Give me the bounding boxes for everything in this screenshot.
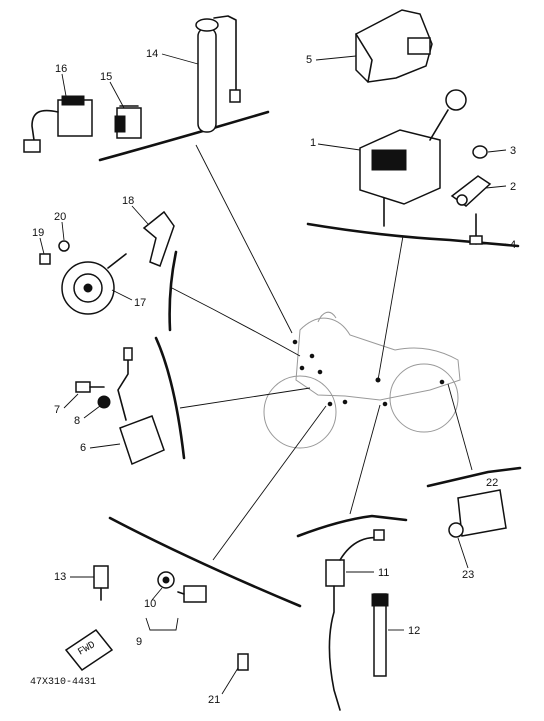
callout-13: 13 [54,571,66,583]
callout-5: 5 [306,54,312,66]
callout-7: 7 [54,404,60,416]
callout-15: 15 [100,71,112,83]
module-6-icon [117,347,165,466]
callout-6: 6 [80,442,86,454]
callout-19: 19 [32,227,44,239]
bracket-2-icon [450,175,492,207]
motorcycle-silhouette [263,311,461,449]
attachment-markers [292,339,445,407]
bolt-7-icon [75,381,105,393]
callout-11: 11 [378,567,389,579]
screw-23-icon [448,522,464,538]
callout-22: 22 [486,477,498,489]
forward-arrow-icon: FWD [64,628,114,672]
bracket-18-icon [142,210,175,267]
relay-16-icon [23,95,93,153]
sender-14-icon [195,15,241,133]
washer-8-icon [97,395,111,409]
callout-17: 17 [134,297,146,309]
switch-9-icon [177,585,207,603]
callout-14: 14 [146,48,158,60]
nut-10-icon [157,571,175,589]
sensor-12-icon [371,593,389,677]
callout-3: 3 [510,145,516,157]
callouts: 16 15 14 5 1 3 2 4 18 20 19 17 7 8 6 13 … [32,48,516,706]
callout-18: 18 [122,195,134,207]
switch-15-icon [114,105,142,139]
callout-1: 1 [310,137,316,149]
group-brackets [98,110,522,608]
bolt-4-icon [469,213,483,245]
leader-lines [169,144,473,561]
callout-10: 10 [144,598,156,610]
coil-5-icon [355,9,433,83]
plate-22-icon [457,489,507,537]
switch-11-icon [325,529,385,711]
callout-4: 4 [510,239,516,251]
unit-1-icon [359,89,467,227]
washer-3-icon [472,145,488,159]
callout-9: 9 [136,636,142,648]
callout-23: 23 [462,569,474,581]
bulb-21-icon [237,653,249,671]
callout-16: 16 [55,63,67,75]
catalog-code: 47X310-4431 [30,677,96,688]
callout-12: 12 [408,625,420,637]
sender-13-icon [93,565,109,601]
callout-20: 20 [54,211,66,223]
horn-17-icon [61,253,127,315]
washer-20-icon [58,240,70,252]
callout-21: 21 [208,694,220,706]
callout-2: 2 [510,181,516,193]
bolt-19-icon [39,253,51,265]
callout-8: 8 [74,415,80,427]
